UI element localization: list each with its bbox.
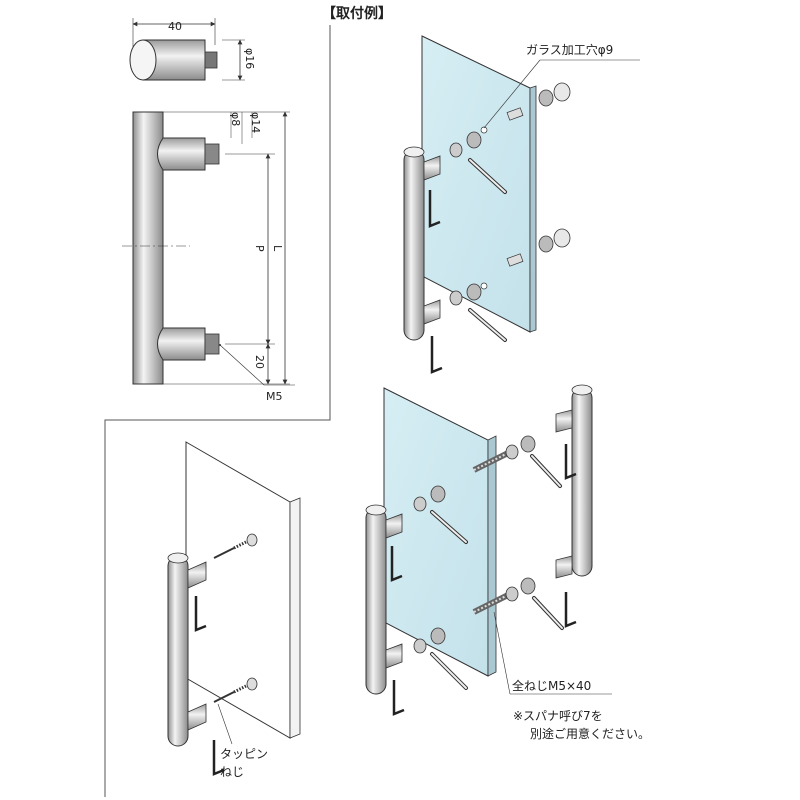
note-spanner-line1: ※スパナ呼び7を — [513, 709, 603, 723]
handle-side-view: φ8 φ14 P L 20 M5 — [122, 111, 295, 403]
dim-length-40: 40 — [168, 20, 182, 33]
dim-dia-8: φ8 — [229, 112, 242, 126]
dim-offset-20: 20 — [253, 355, 266, 369]
callout-full-thread: 全ねじM5×40 — [512, 678, 591, 693]
wood-door-install: タッピン ねじ — [167, 441, 301, 779]
callout-tapping-screw-line2: ねじ — [220, 765, 244, 779]
post-end-view: 40 φ16 — [129, 18, 256, 81]
dim-dia-16: φ16 — [243, 48, 256, 69]
callout-tapping-screw-line1: タッピン — [220, 747, 268, 761]
note-spanner-line2: 別途ご用意ください。 — [530, 726, 650, 741]
callout-glass-hole: ガラス加工穴φ9 — [526, 42, 613, 57]
glass-double-install: 全ねじM5×40 ※スパナ呼び7を 別途ご用意ください。 — [365, 384, 650, 741]
dim-dia-14: φ14 — [249, 112, 262, 133]
panel-borders — [104, 25, 331, 797]
dim-length-L: L — [271, 245, 284, 252]
glass-single-install: ガラス加工穴φ9 — [403, 35, 640, 374]
section-title: 【取付例】 — [322, 5, 392, 22]
dim-pitch-P: P — [253, 245, 266, 252]
dim-thread-M5: M5 — [266, 390, 283, 403]
